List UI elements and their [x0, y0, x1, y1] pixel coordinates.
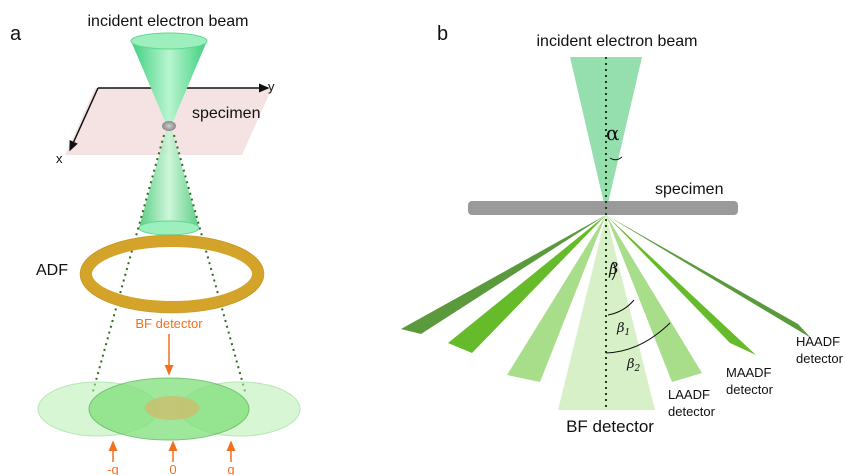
laadf-label-line2: detector [668, 404, 716, 419]
panel-b-specimen-label: specimen [655, 181, 723, 198]
beta2-label: β2 [626, 357, 641, 374]
panel-b-incident-cone [570, 57, 642, 212]
alpha-label: α [606, 121, 620, 145]
marker-label-zero: 0 [169, 462, 176, 475]
bf-detector-cone [558, 215, 655, 410]
laadf-beam-left [507, 215, 606, 382]
bf-detector-spot [145, 396, 199, 420]
marker-label-minus-g: -g [107, 462, 119, 475]
haadf-label-line2: detector [796, 351, 844, 366]
maadf-label-line2: detector [726, 382, 774, 397]
haadf-beam-right [606, 215, 811, 338]
haadf-beam-left [401, 215, 606, 334]
incident-cone-top [130, 32, 208, 50]
panel-b-beam-label: incident electron beam [537, 33, 698, 50]
panel-a-bf-detector-label: BF detector [135, 316, 203, 331]
maadf-beam-left [448, 215, 606, 353]
haadf-label-line1: HAADF [796, 334, 840, 349]
beta2-subscript: 2 [634, 364, 641, 374]
panel-a-beam-label: incident electron beam [88, 13, 249, 30]
alpha-arc [609, 156, 623, 161]
panel-a-label: a [10, 23, 22, 45]
panel-b-bf-detector-label: BF detector [566, 417, 654, 436]
diverging-beam-cone [139, 131, 199, 228]
panel-a-specimen-label: specimen [192, 105, 260, 122]
incident-beam-cone [131, 41, 207, 126]
beta-label: β [608, 259, 618, 278]
beta2-arc [605, 322, 671, 354]
beta1-subscript: 1 [625, 328, 631, 338]
panel-b-specimen-bar [468, 201, 738, 215]
adf-ring [80, 235, 264, 313]
projection-line-left [91, 134, 165, 396]
x-axis-label: x [56, 151, 63, 166]
beta1-symbol: β [616, 321, 625, 336]
y-axis-label: y [268, 79, 275, 94]
marker-label-g: g [227, 462, 234, 475]
laadf-label-line1: LAADF [668, 387, 710, 402]
beta2-symbol: β [626, 357, 635, 372]
projection-line-right [173, 134, 247, 396]
x-axis-arrow [69, 87, 99, 152]
adf-ring-outer-edge [79, 234, 265, 314]
panel-b: b incident electron beam α specimen β β1… [401, 23, 844, 436]
laadf-beam-right [606, 215, 702, 382]
probe-spot [162, 121, 176, 131]
maadf-label-line1: MAADF [726, 365, 772, 380]
maadf-beam-right [606, 215, 756, 355]
adf-label: ADF [36, 262, 68, 279]
diverging-cone-base [138, 220, 200, 236]
beta1-arc [607, 299, 635, 316]
beta1-label: β1 [616, 321, 630, 338]
panel-b-label: b [437, 23, 448, 45]
beta-arc [611, 261, 616, 281]
panel-a: a incident electron beam y x specimen AD… [10, 13, 301, 475]
